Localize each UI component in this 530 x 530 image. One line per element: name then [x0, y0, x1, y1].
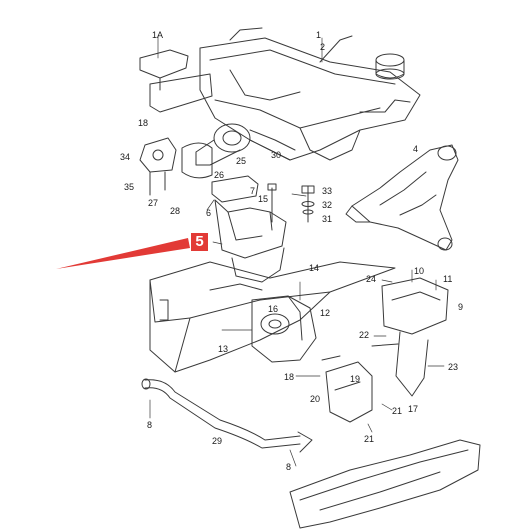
callout-28: 28 — [170, 206, 181, 216]
callout-32: 32 — [322, 200, 333, 210]
body-rail — [149, 261, 396, 373]
bracket-19 — [321, 355, 373, 423]
bracket-1a — [139, 49, 213, 113]
pipe-29 — [141, 378, 313, 453]
callout-1a: 1A — [152, 30, 164, 40]
callout-9: 9 — [458, 302, 464, 312]
callout-2: 2 — [320, 42, 326, 52]
callout-13: 13 — [218, 344, 229, 354]
callout-18-mid: 18 — [284, 372, 295, 382]
lower-frame — [289, 439, 481, 529]
callout-14: 14 — [309, 263, 320, 273]
callout-33: 33 — [322, 186, 333, 196]
transmission-mount-12 — [251, 295, 317, 363]
callout-8-left: 8 — [147, 420, 153, 430]
callout-4: 4 — [413, 144, 419, 154]
callout-8-bottom: 8 — [286, 462, 292, 472]
callout-11: 11 — [443, 274, 453, 284]
callout-23: 23 — [448, 362, 459, 372]
callout-21-left: 21 — [364, 434, 375, 444]
callout-10: 10 — [414, 266, 425, 276]
callout-7: 7 — [250, 186, 256, 196]
callout-19: 19 — [350, 374, 361, 384]
subframe-crossmember — [199, 27, 421, 161]
highlight-badge-5: 5 — [191, 233, 208, 251]
callout-6: 6 — [206, 208, 212, 218]
callout-34: 34 — [120, 152, 131, 162]
red-arrow — [56, 238, 190, 269]
callout-20: 20 — [310, 394, 321, 404]
callout-21-right: 21 — [392, 406, 403, 416]
leader-lines — [149, 35, 445, 467]
subframe-bushing — [375, 53, 405, 80]
callout-29: 29 — [212, 436, 223, 446]
callout-18-top: 18 — [138, 118, 149, 128]
bolt-stack — [267, 183, 315, 223]
callout-12: 12 — [320, 308, 331, 318]
callout-15: 15 — [258, 194, 269, 204]
callout-16: 16 — [268, 304, 279, 314]
callout-31: 31 — [322, 214, 333, 224]
callout-35: 35 — [124, 182, 135, 192]
callout-24: 24 — [366, 274, 377, 284]
callout-17: 17 — [408, 404, 419, 414]
callout-1: 1 — [316, 30, 322, 40]
callout-22: 22 — [359, 330, 370, 340]
torque-rod — [195, 123, 296, 166]
control-arm — [345, 144, 459, 251]
left-mount — [139, 137, 213, 196]
bracket-9 — [371, 277, 449, 397]
callout-30: 30 — [271, 150, 282, 160]
callout-27: 27 — [148, 198, 159, 208]
callout-25: 25 — [236, 156, 247, 166]
engine-mount-5 — [211, 175, 287, 283]
callout-26: 26 — [214, 170, 225, 180]
